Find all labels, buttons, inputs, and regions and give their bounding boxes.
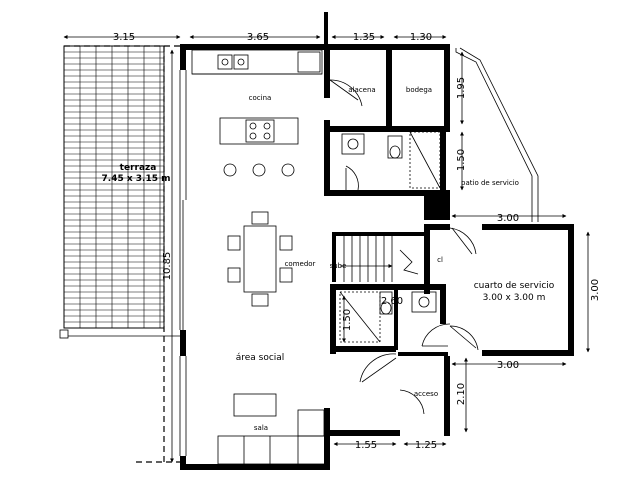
bath-1	[341, 131, 441, 189]
dim-right-bath: 1.50	[456, 149, 467, 171]
kitchen-fixtures	[191, 49, 323, 177]
label-cuarto: cuarto de servicio	[474, 281, 555, 291]
label-sala: sala	[254, 424, 268, 432]
dim-top-main: 3.65	[247, 32, 269, 43]
dim-top-alacena: 1.35	[353, 32, 375, 43]
label-cocina: cocina	[249, 94, 272, 102]
dim-entry-height: 2.10	[456, 383, 467, 405]
label-cuarto-size: 3.00 x 3.00 m	[483, 293, 546, 303]
label-area-social: área social	[236, 353, 285, 363]
label-terraza-size: 7.45 x 3.15 m	[102, 174, 171, 184]
windows	[179, 47, 539, 456]
dim-bottom-b: 1.25	[415, 440, 437, 451]
walls	[180, 12, 574, 470]
bath-2	[339, 291, 437, 343]
label-comedor: comedor	[285, 260, 316, 268]
stairs	[340, 236, 419, 282]
doors	[329, 79, 479, 415]
dim-service-top: 3.00	[497, 213, 519, 224]
dim-top-bodega: 1.30	[410, 32, 432, 43]
dim-bath2-height: 1.50	[342, 309, 353, 331]
dim-service-right: 3.00	[590, 279, 601, 301]
label-patio: patio de servicio	[461, 179, 519, 187]
label-sube: sube	[330, 262, 347, 270]
dining-set	[227, 211, 293, 307]
dim-right-top: 1.95	[456, 77, 467, 99]
label-cl: cl	[437, 256, 443, 264]
label-terraza: terraza	[120, 163, 157, 173]
label-acceso: acceso	[414, 390, 438, 398]
terrace-deck	[59, 45, 186, 463]
living-furniture	[217, 393, 327, 465]
label-bodega: bodega	[406, 86, 432, 94]
dim-height-total: 10.85	[162, 252, 173, 281]
dim-service-bottom: 3.00	[497, 360, 519, 371]
label-alacena: alacena	[348, 86, 375, 94]
dim-bottom-a: 1.55	[355, 440, 377, 451]
dim-top-terrace: 3.15	[113, 32, 135, 43]
dimension-lines	[63, 35, 590, 463]
dim-bath2-width: 2.60	[381, 296, 403, 307]
